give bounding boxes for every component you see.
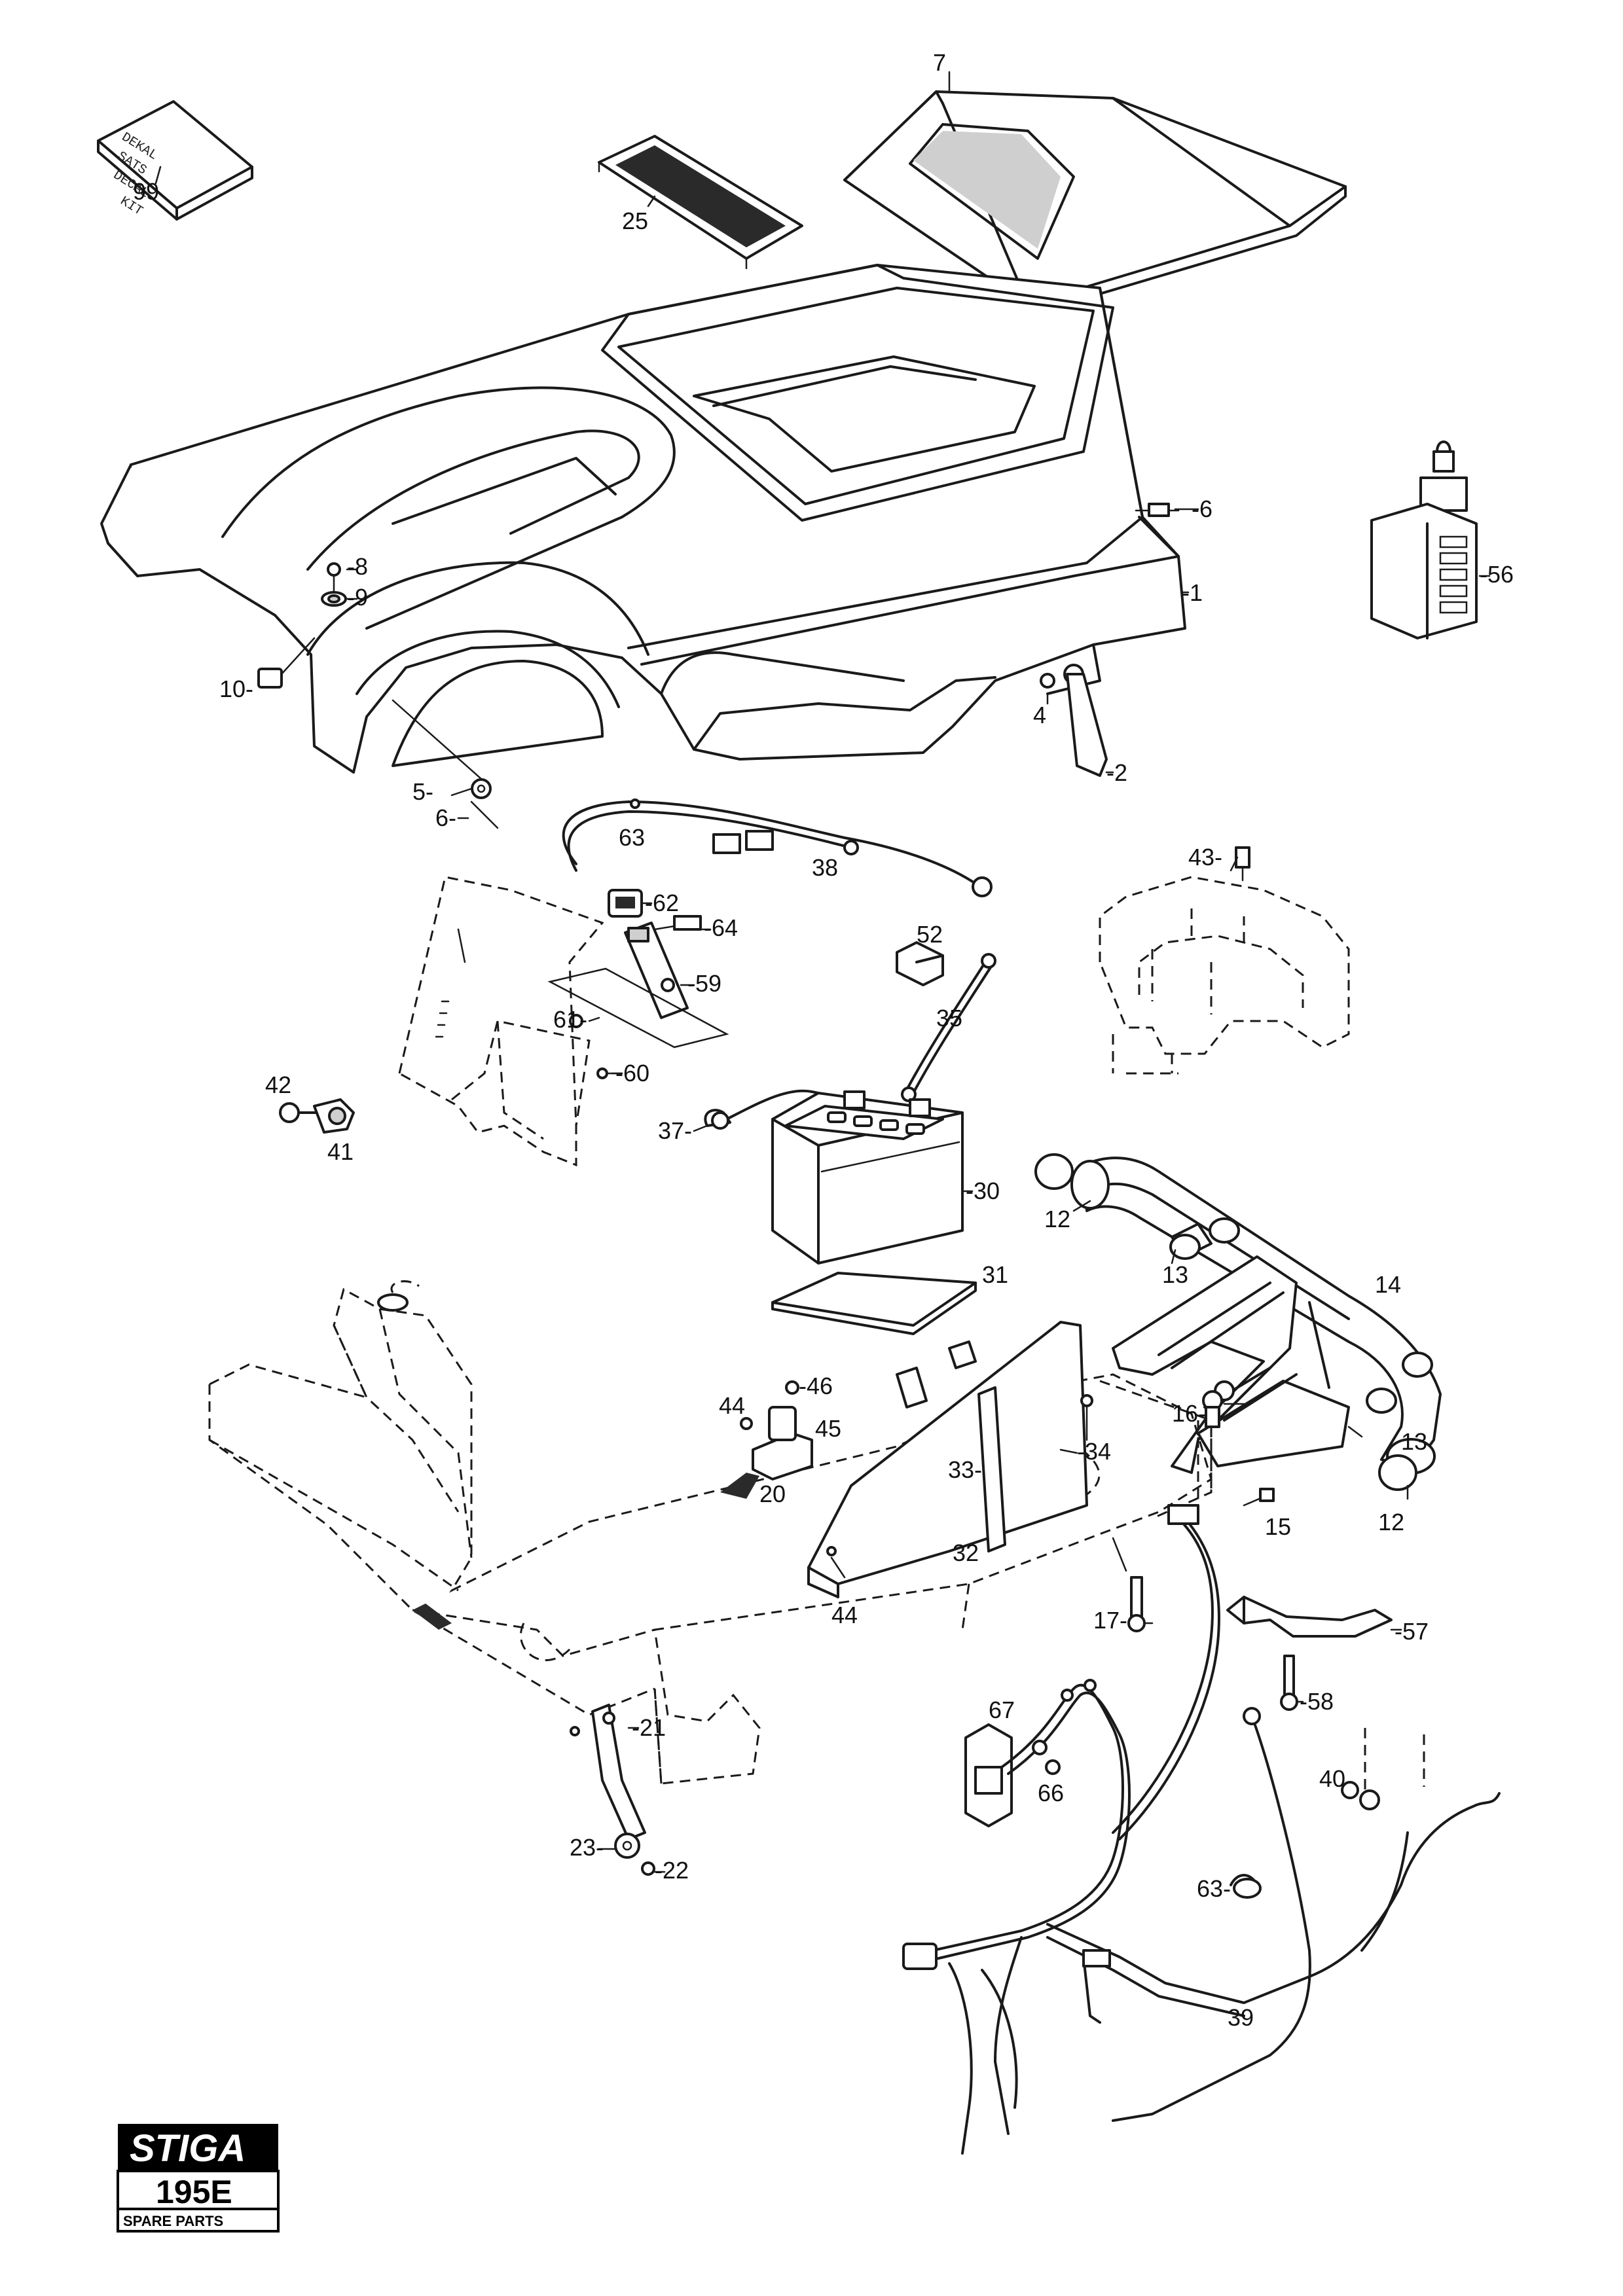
callout-45: 45 bbox=[815, 1415, 841, 1442]
ignition-key-switch bbox=[279, 1098, 355, 1134]
callout-22: -22 bbox=[655, 1857, 689, 1884]
callout-37: 37- bbox=[658, 1117, 692, 1144]
brand-logo: STIGA bbox=[130, 2127, 246, 2170]
battery-cable-35 bbox=[901, 953, 996, 1102]
callout-63-lower: 63- bbox=[1197, 1875, 1231, 1902]
callout-38: 38 bbox=[812, 854, 838, 881]
spare-parts-label: SPARE PARTS bbox=[123, 2213, 223, 2229]
callout-42: 42 bbox=[265, 1071, 291, 1098]
rear-bumper-frame bbox=[1034, 1153, 1442, 1491]
callout-labels: 7 99 25 -6 -56 -1 -8 -9 10- 4 -2 5- 6- 6… bbox=[133, 49, 1514, 2031]
callout-58: -58 bbox=[1300, 1688, 1334, 1715]
callout-61: 61- bbox=[553, 1006, 587, 1033]
decal-kit-booklet: DEKAL SATS DECAL KIT bbox=[97, 100, 253, 221]
dashboard-panel bbox=[398, 876, 604, 1167]
model-number: 195E bbox=[156, 2174, 232, 2210]
callout-44-lower: 44 bbox=[831, 1602, 858, 1628]
callout-6-upper: -6 bbox=[1192, 495, 1213, 522]
callout-64: -64 bbox=[704, 914, 738, 941]
callout-43: 43- bbox=[1188, 844, 1222, 870]
callout-30: -30 bbox=[966, 1177, 1000, 1204]
callout-9: -9 bbox=[347, 584, 368, 611]
callout-62: -62 bbox=[645, 889, 679, 916]
callout-99: 99 bbox=[133, 178, 159, 205]
relay-52 bbox=[896, 941, 944, 986]
battery-mat-31 bbox=[771, 1272, 977, 1335]
callout-52: 52 bbox=[917, 921, 943, 948]
callout-35: 35 bbox=[936, 1005, 962, 1031]
callout-20: 20 bbox=[759, 1480, 786, 1507]
callout-59: -59 bbox=[687, 970, 721, 997]
callout-14: 14 bbox=[1375, 1271, 1401, 1298]
callout-5: 5- bbox=[412, 778, 433, 805]
callout-12-lower: 12 bbox=[1378, 1509, 1404, 1535]
callout-13-lower: 13 bbox=[1401, 1428, 1427, 1455]
callout-21: -21 bbox=[632, 1714, 666, 1741]
callout-1: -1 bbox=[1182, 579, 1203, 606]
callout-6-lower: 6- bbox=[435, 804, 456, 831]
battery-30 bbox=[771, 1090, 964, 1265]
callout-31: 31 bbox=[982, 1261, 1008, 1288]
lever-21-assembly bbox=[570, 1704, 655, 1876]
callout-12-upper: 12 bbox=[1044, 1206, 1070, 1232]
callout-46: -46 bbox=[799, 1372, 833, 1399]
callout-13-upper: 13 bbox=[1162, 1261, 1188, 1288]
callout-34: -34 bbox=[1077, 1438, 1111, 1465]
callout-60: -60 bbox=[615, 1060, 649, 1086]
fuel-can bbox=[1370, 440, 1478, 639]
callout-8: -8 bbox=[347, 553, 368, 580]
main-wiring-harness-39 bbox=[902, 1504, 1501, 2155]
leader-lines bbox=[155, 71, 1491, 1873]
callout-32: 32 bbox=[953, 1539, 979, 1566]
callout-40: 40 bbox=[1319, 1765, 1345, 1792]
callout-15: 15 bbox=[1265, 1513, 1291, 1540]
wiring-harness-upper bbox=[562, 798, 993, 897]
callout-41: 41 bbox=[327, 1138, 354, 1165]
battery-tray bbox=[807, 1321, 1093, 1598]
callout-23: 23- bbox=[570, 1834, 604, 1861]
callout-10: 10- bbox=[219, 675, 253, 702]
callout-66: 66 bbox=[1038, 1780, 1064, 1806]
main-body-shell bbox=[100, 264, 1186, 774]
callout-67: 67 bbox=[989, 1696, 1015, 1723]
top-hood-cover bbox=[843, 90, 1347, 315]
callout-33: 33- bbox=[948, 1456, 982, 1483]
air-grille bbox=[598, 135, 803, 270]
body-fasteners bbox=[257, 503, 1180, 829]
callout-17: 17- bbox=[1093, 1607, 1127, 1634]
brand-block: STIGA 195E SPARE PARTS bbox=[117, 2124, 280, 2233]
switch-bracket-assembly bbox=[547, 889, 729, 1079]
callout-63-upper: 63 bbox=[619, 824, 645, 851]
bracket-57 bbox=[1226, 1596, 1393, 1638]
callout-16: 16- bbox=[1172, 1400, 1206, 1427]
solenoid-45 bbox=[740, 1380, 813, 1480]
callout-7: 7 bbox=[933, 49, 946, 76]
callout-2: -2 bbox=[1106, 759, 1127, 786]
callout-4: 4 bbox=[1033, 702, 1046, 728]
engine-outline bbox=[1099, 846, 1350, 1075]
callout-25: 25 bbox=[622, 207, 648, 234]
chassis-fasteners bbox=[1127, 1390, 1298, 1711]
callout-39: 39 bbox=[1228, 2004, 1254, 2031]
callout-56: -56 bbox=[1480, 561, 1514, 588]
callout-44-upper: 44 bbox=[719, 1392, 745, 1419]
callout-57: -57 bbox=[1395, 1618, 1429, 1645]
